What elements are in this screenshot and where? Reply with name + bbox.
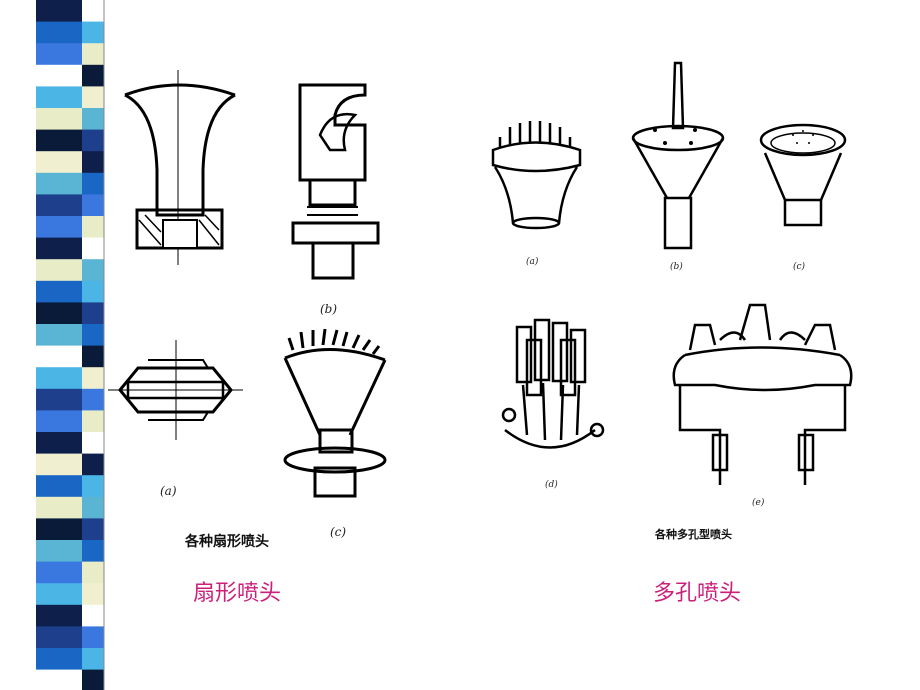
stripe-cell [82, 216, 104, 239]
stripe-cell [82, 64, 104, 87]
stripe-cell [82, 432, 104, 455]
stripe-cell [82, 345, 104, 368]
stripe-cell [82, 43, 104, 66]
stripe-cell [36, 345, 82, 368]
fan-nozzle-c-drawing [283, 328, 387, 498]
stripe-cell [82, 324, 104, 347]
stripe-cell [36, 367, 82, 390]
stripe-cell [82, 259, 104, 282]
stripe-cell [36, 453, 82, 476]
stripe-cell [36, 410, 82, 433]
multi-label-e: (e) [752, 498, 765, 508]
stripe-cell [36, 648, 82, 671]
stripe-cell [36, 583, 82, 606]
decorative-stripe-bar [0, 0, 105, 690]
multi-nozzle-b-drawing [631, 61, 725, 250]
stripe-cell [82, 151, 104, 174]
fan-label-a: (a) [160, 484, 177, 498]
stripe-cell [82, 0, 104, 23]
stripe-cell [82, 540, 104, 563]
fan-nozzle-a-top-drawing [124, 70, 236, 265]
multi-nozzle-c-drawing [759, 123, 847, 227]
multi-label-c: (c) [793, 262, 806, 272]
stripe-cell [36, 388, 82, 411]
stripe-cell [82, 604, 104, 627]
stripe-cell [82, 194, 104, 217]
multi-nozzle-a-drawing [491, 121, 582, 230]
fan-nozzle-a-bottom-drawing [108, 340, 243, 440]
stripe-cell [36, 172, 82, 195]
multi-label-a: (a) [526, 257, 539, 267]
stripe-cell [36, 496, 82, 519]
stripe-cell [36, 432, 82, 455]
stripe-cell [82, 453, 104, 476]
stripe-cell [36, 0, 82, 23]
stripe-cell [36, 669, 82, 690]
stripe-cell [36, 475, 82, 498]
stripe-cell [36, 518, 82, 541]
stripe-cell [36, 237, 82, 260]
stripe-cell [36, 324, 82, 347]
stripe-cell [36, 64, 82, 87]
multi-nozzle-d-drawing [501, 318, 605, 449]
stripe-cell [82, 648, 104, 671]
stripe-cell [36, 280, 82, 303]
stripe-cell [82, 302, 104, 325]
fan-caption: 各种扇形喷头 [185, 534, 269, 550]
stripe-cell [82, 626, 104, 649]
stripe-cell [36, 21, 82, 44]
stripe-cell [82, 21, 104, 44]
multi-caption: 各种多孔型喷头 [655, 528, 732, 541]
stripe-cell [82, 86, 104, 109]
stripe-cell [82, 237, 104, 260]
stripe-cell [36, 86, 82, 109]
stripe-cell [82, 475, 104, 498]
stripe-cell [36, 604, 82, 627]
stripe-cell [82, 108, 104, 131]
stripe-cell [82, 410, 104, 433]
stripe-cell [36, 302, 82, 325]
stripe-cell [82, 388, 104, 411]
stripe-cell [82, 496, 104, 519]
stripe-cell [82, 367, 104, 390]
stripe-cell [36, 129, 82, 152]
stripe-cell [36, 108, 82, 131]
stripe-cell [36, 540, 82, 563]
multi-nozzle-title: 多孔喷头 [653, 581, 742, 606]
multi-nozzle-e-drawing [672, 303, 853, 485]
fan-nozzle-b-drawing [291, 83, 380, 280]
fan-nozzle-title: 扇形喷头 [193, 581, 282, 606]
multi-label-b: (b) [670, 262, 683, 272]
multi-label-d: (d) [545, 480, 558, 490]
stripe-cell [82, 280, 104, 303]
stripe-cell [82, 583, 104, 606]
stripe-cell [82, 561, 104, 584]
stripe-cell [82, 172, 104, 195]
stripe-cell [82, 669, 104, 690]
fan-label-b: (b) [320, 302, 338, 316]
stripe-cell [36, 259, 82, 282]
stripe-cell [82, 518, 104, 541]
stripe-cell [82, 129, 104, 152]
stripe-cell [36, 151, 82, 174]
stripe-cell [36, 194, 82, 217]
stripe-cell [36, 561, 82, 584]
stripe-cell [36, 626, 82, 649]
stripe-cell [36, 216, 82, 239]
stripe-cell [36, 43, 82, 66]
fan-label-c: (c) [330, 525, 347, 539]
